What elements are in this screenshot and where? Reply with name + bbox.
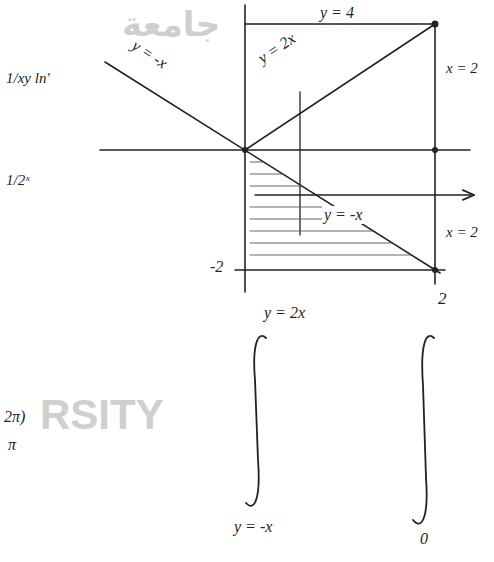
integral-sign [246,336,266,506]
equation-label: x = 2 [444,60,480,77]
equation-label: x = 2 [444,224,480,241]
hatching [250,162,410,255]
equation-label: y = -x [322,206,364,224]
limit-label: y = 2x [262,304,307,322]
equation-label: y = 4 [318,4,356,22]
margin-note: 1/2ˣ [4,172,31,189]
line-y-4 [245,23,435,25]
limit-value: 2 [436,290,449,309]
watermark: RSITY [38,392,166,438]
integral-sign [413,336,434,524]
equation-label: y = 2x [253,28,300,68]
margin-note: 1/xy ln' [4,70,52,87]
line-y-minus-2 [235,269,445,271]
line-y-2x [245,24,435,150]
limit-value: 0 [418,530,430,548]
margin-note: 2π) [2,408,27,426]
direction-arrow [255,194,474,195]
axis-value: -2 [208,258,225,276]
margin-note: π [6,436,18,454]
points [242,21,439,274]
line-y-minus-x [105,62,440,273]
x-axis [100,149,470,151]
strip-line [299,92,300,235]
line-x-2 [434,24,436,284]
watermark: جامعة [120,6,222,43]
limit-label: y = -x [232,518,274,536]
